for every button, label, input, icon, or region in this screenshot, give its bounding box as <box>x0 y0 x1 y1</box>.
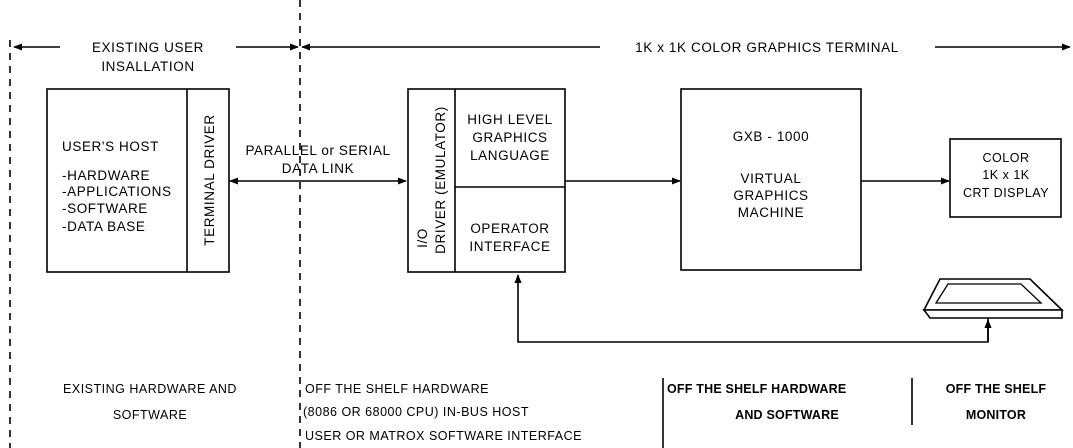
operator-label-line2: INTERFACE <box>469 239 550 254</box>
driver-language-box <box>407 88 566 273</box>
footer-offshelf-monitor-line1: OFF THE SHELF <box>946 382 1047 396</box>
footer-existing-line2: SOFTWARE <box>113 408 187 422</box>
users-host-box <box>46 88 230 273</box>
terminal-label: 1K x 1K COLOR GRAPHICS TERMINAL <box>635 40 899 55</box>
crt-display-box <box>949 138 1062 218</box>
existing-user-label: EXISTING USER <box>92 40 204 55</box>
footer-offshelf-hwsw-line2: AND SOFTWARE <box>735 408 839 422</box>
language-label-line1: HIGH LEVEL <box>467 112 553 127</box>
driver-emulator-label: DRIVER (EMULATOR) <box>433 106 448 254</box>
gxb-label-line4: MACHINE <box>738 205 804 220</box>
footer-existing-line1: EXISTING HARDWARE AND <box>63 382 237 396</box>
language-label-line2: GRAPHICS <box>472 130 547 145</box>
display-label-line2: 1K x 1K <box>982 168 1029 182</box>
io-label: I/O <box>415 228 430 248</box>
host-item-hardware: -HARDWARE <box>62 168 150 183</box>
terminal-driver-label: TERMINAL DRIVER <box>202 114 217 246</box>
keyboard-tablet-icon <box>922 278 1064 319</box>
footer-offshelf-hw-line2: (8086 OR 68000 CPU) IN-BUS HOST <box>303 405 529 419</box>
data-link-label-line1: PARALLEL or SERIAL <box>245 143 390 158</box>
footer-offshelf-hwsw-line1: OFF THE SHELF HARDWARE <box>667 382 846 396</box>
display-label-line3: CRT DISPLAY <box>963 186 1049 200</box>
host-item-software: -SOFTWARE <box>62 201 148 216</box>
users-host-title: USER'S HOST <box>62 139 159 154</box>
gxb-label-line2: VIRTUAL <box>741 171 802 186</box>
footer-offshelf-hw-line1: OFF THE SHELF HARDWARE <box>305 382 489 396</box>
host-item-data-base: -DATA BASE <box>62 219 146 234</box>
display-label-line1: COLOR <box>983 151 1030 165</box>
gxb-label-line1: GXB - 1000 <box>733 129 810 144</box>
language-label-line3: LANGUAGE <box>470 148 550 163</box>
footer-offshelf-hw-line3: USER OR MATROX SOFTWARE INTERFACE <box>305 429 582 443</box>
gxb-box <box>680 88 862 271</box>
keyboard-to-operator-arrow <box>514 274 989 343</box>
gxb-label-line3: GRAPHICS <box>733 188 808 203</box>
operator-label-line1: OPERATOR <box>470 221 549 236</box>
footer-offshelf-monitor-line2: MONITOR <box>966 408 1026 422</box>
existing-user-label-line2: INSALLATION <box>101 59 194 74</box>
host-item-applications: -APPLICATIONS <box>62 184 172 199</box>
data-link-label-line2: DATA LINK <box>282 161 354 176</box>
